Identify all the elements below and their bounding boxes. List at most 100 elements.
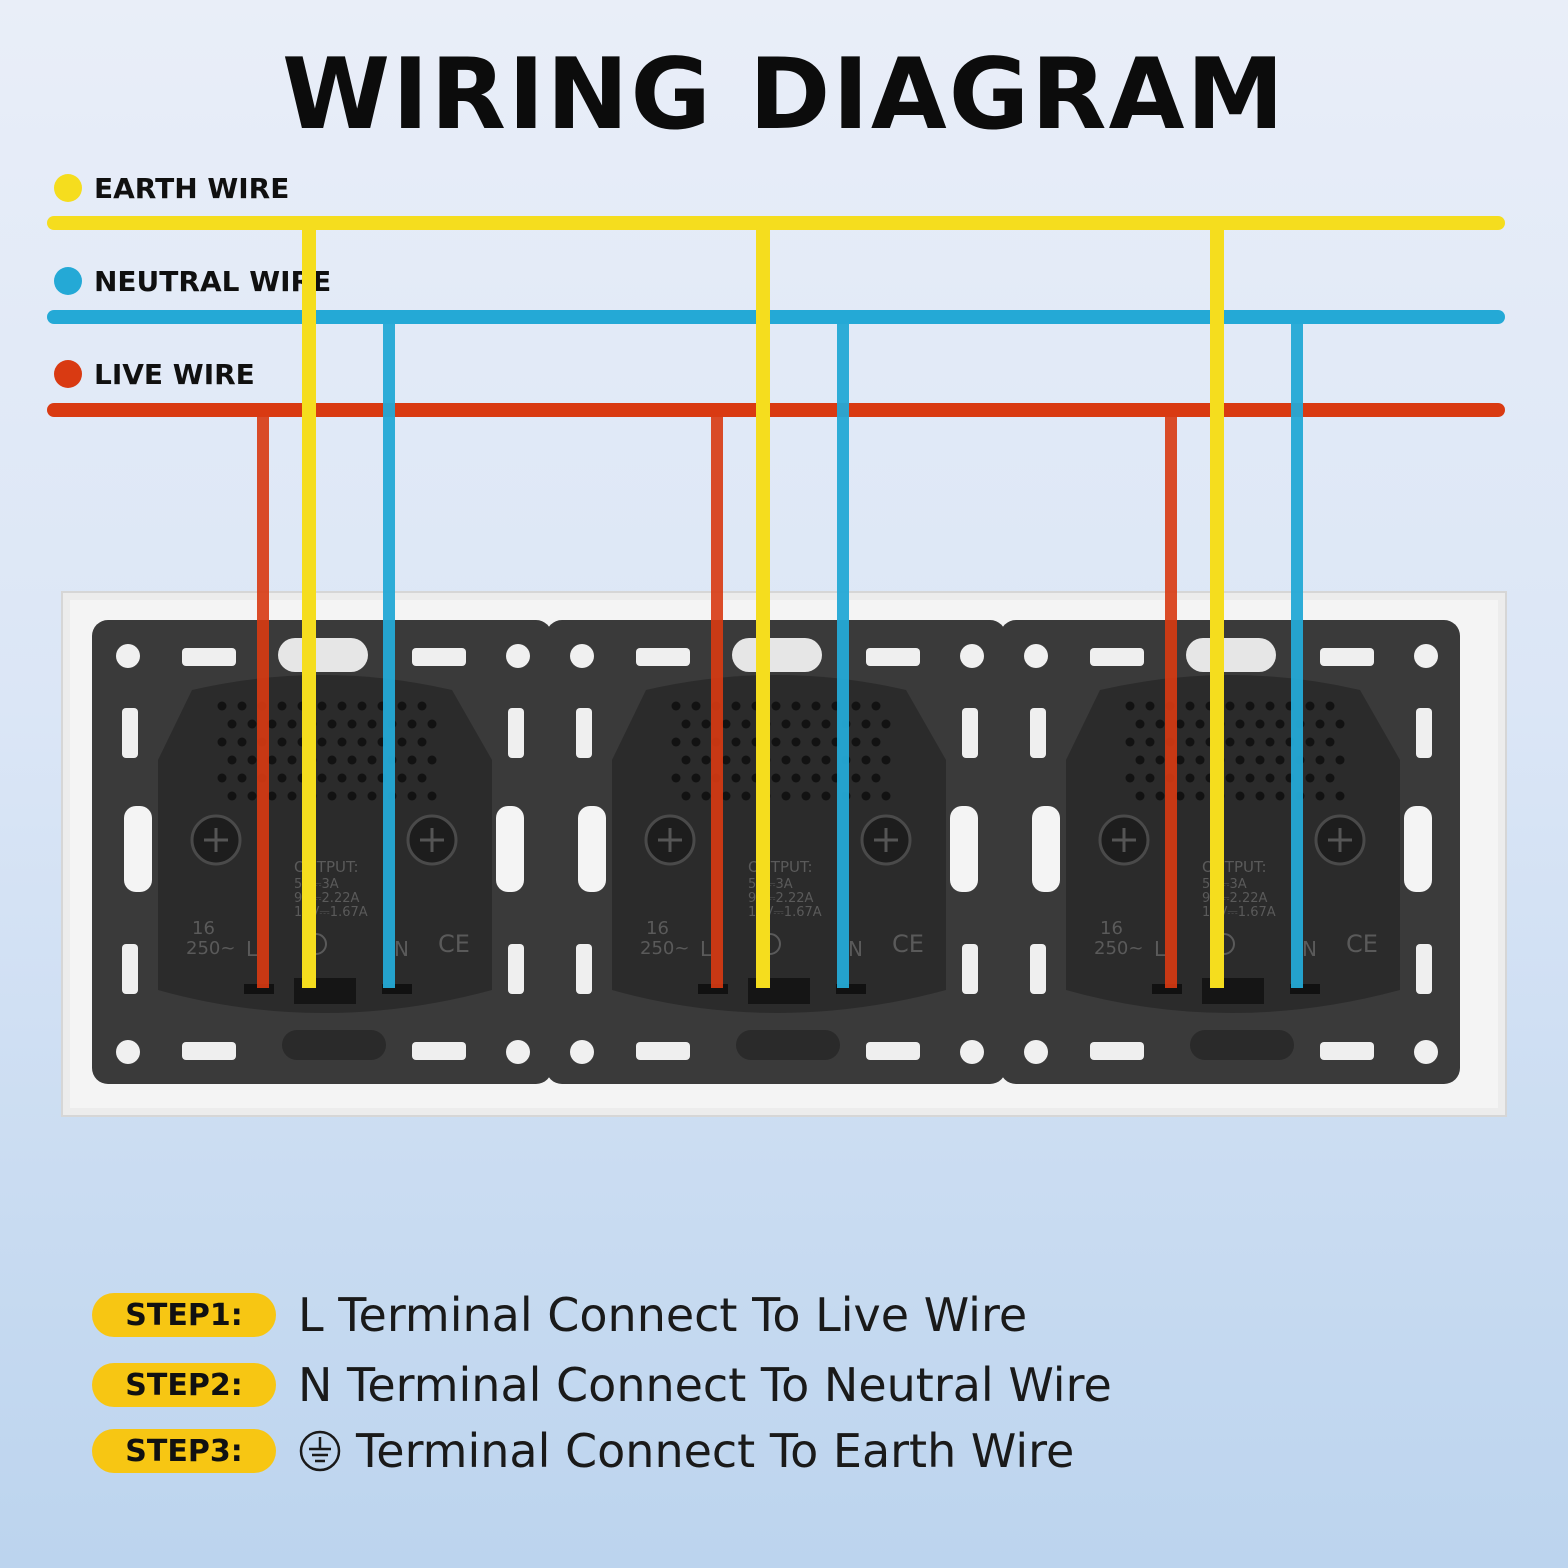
- vent-hole: [317, 737, 327, 747]
- neutral-terminal: [1290, 984, 1320, 994]
- vent-hole: [1135, 755, 1145, 765]
- vent-hole: [851, 737, 861, 747]
- vent-hole: [267, 791, 277, 801]
- vent-hole: [1265, 773, 1275, 783]
- vent-hole: [1155, 719, 1165, 729]
- side-clip: [124, 806, 152, 892]
- vent-hole: [1335, 719, 1345, 729]
- mount-hole: [960, 1040, 984, 1064]
- vent-hole: [217, 773, 227, 783]
- step-2-badge: STEP2:: [92, 1363, 276, 1407]
- mount-slot: [636, 648, 690, 666]
- mount-slot: [576, 708, 592, 758]
- mount-hole: [1414, 1040, 1438, 1064]
- vent-hole: [741, 719, 751, 729]
- vent-hole: [217, 737, 227, 747]
- vent-hole: [1255, 755, 1265, 765]
- mount-slot: [508, 708, 524, 758]
- vent-hole: [407, 719, 417, 729]
- live-terminal-label: L: [246, 937, 258, 961]
- step-3-text-wrap: Terminal Connect To Earth Wire: [298, 1424, 1074, 1478]
- vent-hole: [397, 773, 407, 783]
- earth-dot-icon: [54, 174, 82, 202]
- vent-hole: [287, 791, 297, 801]
- side-clip: [578, 806, 606, 892]
- vent-hole: [881, 719, 891, 729]
- vent-hole: [1155, 755, 1165, 765]
- legend-live-label: LIVE WIRE: [94, 357, 255, 391]
- rating-current: 16: [192, 918, 215, 939]
- vent-hole: [671, 737, 681, 747]
- top-cutout: [1186, 638, 1276, 672]
- vent-hole: [1225, 773, 1235, 783]
- vent-hole: [1275, 755, 1285, 765]
- vent-hole: [1125, 701, 1135, 711]
- vent-hole: [801, 719, 811, 729]
- mount-slot: [182, 1042, 236, 1060]
- vent-hole: [1245, 737, 1255, 747]
- vent-hole: [681, 719, 691, 729]
- step-1-text: L Terminal Connect To Live Wire: [298, 1288, 1028, 1342]
- vent-hole: [821, 791, 831, 801]
- vent-hole: [417, 701, 427, 711]
- vent-hole: [1315, 755, 1325, 765]
- mount-slot: [1320, 648, 1374, 666]
- vent-hole: [781, 791, 791, 801]
- neutral-terminal-label: N: [394, 937, 409, 961]
- live-terminal: [1152, 984, 1182, 994]
- vent-hole: [811, 773, 821, 783]
- vent-hole: [1315, 719, 1325, 729]
- vent-hole: [1175, 755, 1185, 765]
- vent-hole: [691, 701, 701, 711]
- live-dot-icon: [54, 360, 82, 388]
- mount-hole: [1414, 644, 1438, 668]
- side-clip: [1404, 806, 1432, 892]
- mount-hole: [506, 644, 530, 668]
- mount-hole: [116, 1040, 140, 1064]
- mount-slot: [1090, 1042, 1144, 1060]
- vent-hole: [671, 701, 681, 711]
- vent-hole: [691, 773, 701, 783]
- mount-slot: [636, 1042, 690, 1060]
- vent-hole: [1125, 737, 1135, 747]
- legend-live: LIVE WIRE: [54, 357, 255, 391]
- vent-hole: [801, 755, 811, 765]
- vent-hole: [871, 701, 881, 711]
- vent-hole: [1195, 755, 1205, 765]
- vent-hole: [721, 719, 731, 729]
- ce-mark: CE: [438, 930, 470, 958]
- vent-hole: [851, 701, 861, 711]
- vent-hole: [247, 719, 257, 729]
- vent-hole: [1245, 773, 1255, 783]
- wire-drops: [257, 223, 1303, 988]
- mount-slot: [1090, 648, 1144, 666]
- side-clip: [1032, 806, 1060, 892]
- vent-hole: [731, 737, 741, 747]
- vent-hole: [347, 791, 357, 801]
- vent-hole: [881, 791, 891, 801]
- vent-hole: [881, 755, 891, 765]
- vent-hole: [247, 791, 257, 801]
- vent-hole: [407, 755, 417, 765]
- vent-hole: [1175, 719, 1185, 729]
- vent-hole: [1275, 719, 1285, 729]
- vent-hole: [1255, 719, 1265, 729]
- vent-hole: [771, 773, 781, 783]
- vent-hole: [1265, 701, 1275, 711]
- legend-earth-label: EARTH WIRE: [94, 171, 290, 205]
- mount-hole: [116, 644, 140, 668]
- mount-hole: [570, 644, 594, 668]
- output-line-1: 5V⎓3A: [748, 877, 793, 892]
- output-line-1: 5V⎓3A: [294, 877, 339, 892]
- vent-hole: [721, 755, 731, 765]
- vent-hole: [337, 737, 347, 747]
- vent-hole: [731, 701, 741, 711]
- vent-hole: [781, 719, 791, 729]
- page-title: WIRING DIAGRAM: [282, 38, 1286, 152]
- vent-hole: [237, 773, 247, 783]
- vent-hole: [327, 755, 337, 765]
- vent-hole: [267, 719, 277, 729]
- vent-hole: [1135, 791, 1145, 801]
- vent-hole: [781, 755, 791, 765]
